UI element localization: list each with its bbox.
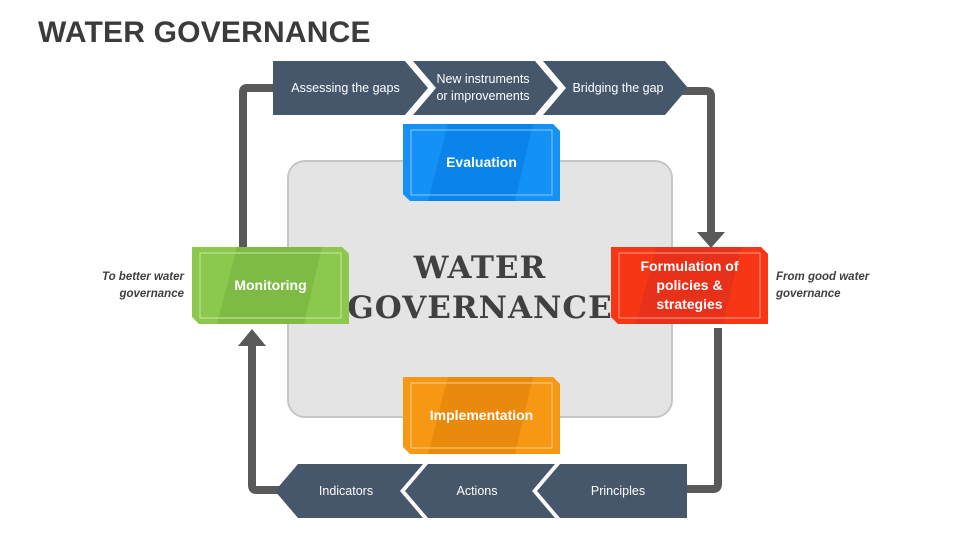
card-shape (403, 377, 560, 454)
card-label-line3: strategies (656, 296, 723, 312)
card-shape (192, 247, 349, 324)
card-shape (611, 247, 768, 324)
chevron-label: Indicators (318, 483, 374, 498)
left-note-line1: To better water (101, 271, 184, 283)
chevron-label: Assessing the gaps (291, 80, 400, 95)
monitoring-card[interactable]: Monitoring (192, 247, 349, 324)
formulation-card[interactable]: Formulation of policies & strategies (611, 247, 768, 324)
left-note-line2: governance (119, 288, 184, 300)
chevron-label-line1: New instruments (436, 72, 530, 86)
chevron-principles[interactable]: Principles (553, 464, 683, 518)
center-title: WATER GOVERNANCE (287, 248, 673, 328)
evaluation-card[interactable]: Evaluation (403, 124, 560, 201)
left-side-note: To better water governance (70, 269, 184, 303)
card-label-line2: policies & (656, 277, 723, 293)
chevron-bridging-the-gap[interactable]: Bridging the gap (553, 61, 683, 115)
top-chevron-bar (273, 61, 688, 115)
arrow-down-icon (697, 232, 725, 248)
card-label: Implementation (429, 407, 534, 423)
chevron-actions[interactable]: Actions (418, 464, 536, 518)
card-label: Evaluation (446, 154, 517, 170)
chevron-assessing-the-gaps[interactable]: Assessing the gaps (278, 61, 413, 115)
arrow-up-icon (238, 329, 266, 346)
card-label-line1: Formulation of (640, 258, 739, 274)
chevron-indicators[interactable]: Indicators (290, 464, 402, 518)
bottom-chevron-bar (275, 464, 687, 518)
right-note-line1: From good water (776, 271, 870, 283)
right-note-line2: governance (776, 288, 841, 300)
chevron-label: Principles (590, 483, 646, 498)
chevron-label: Actions (456, 483, 498, 498)
right-side-note: From good water governance (776, 269, 916, 303)
card-label: Monitoring (234, 277, 307, 293)
slide-title: WATER GOVERNANCE (38, 16, 371, 49)
chevron-new-instruments[interactable]: New instruments or improvements (418, 61, 548, 115)
center-title-line1: WATER (413, 250, 547, 286)
implementation-card[interactable]: Implementation (403, 377, 560, 454)
center-title-line2: GOVERNANCE (347, 290, 613, 326)
chevron-label: Bridging the gap (572, 80, 664, 95)
chevron-label-line2: or improvements (436, 89, 530, 103)
card-shape (403, 124, 560, 201)
